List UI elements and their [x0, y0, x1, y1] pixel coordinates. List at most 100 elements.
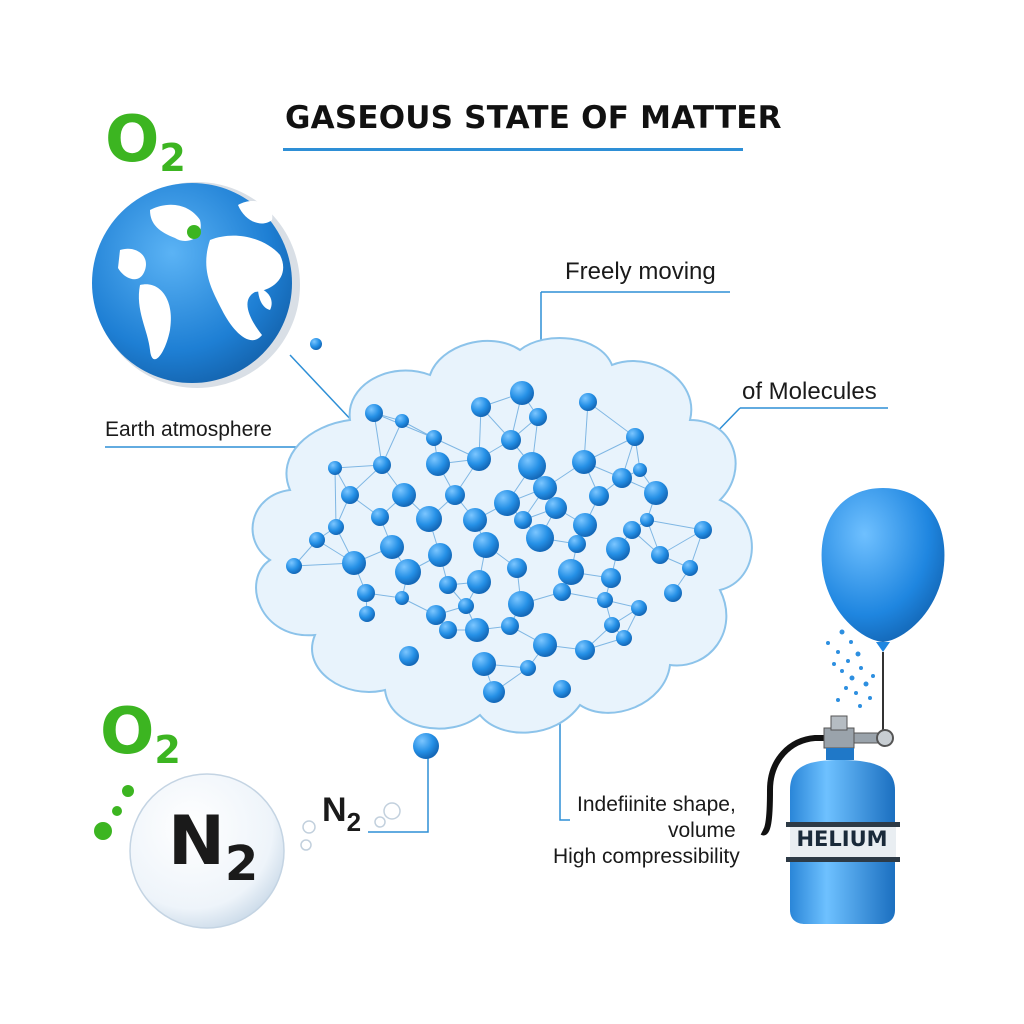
molecule-bond	[646, 519, 704, 531]
gas-molecule	[463, 508, 487, 532]
gas-molecule	[644, 481, 668, 505]
stray-molecule	[553, 680, 571, 698]
gas-molecule	[357, 584, 375, 602]
gas-particle	[849, 640, 853, 644]
gas-molecule	[365, 404, 383, 422]
gas-molecule	[371, 508, 389, 526]
formula-base: N	[322, 791, 347, 829]
gas-particle	[836, 650, 840, 654]
gas-particle	[836, 698, 840, 702]
gas-particle	[858, 704, 862, 708]
gas-molecule	[373, 456, 391, 474]
gas-molecule	[439, 576, 457, 594]
gas-molecule	[606, 537, 630, 561]
gas-molecule	[342, 551, 366, 575]
gas-molecule	[572, 450, 596, 474]
gas-molecule	[341, 486, 359, 504]
gas-molecule	[651, 546, 669, 564]
gas-molecule	[510, 381, 534, 405]
gas-particle	[863, 681, 869, 687]
gas-molecule	[558, 559, 584, 585]
gas-molecule	[682, 560, 698, 576]
gas-molecule	[483, 681, 505, 703]
label-of-molecules: of Molecules	[742, 378, 877, 405]
gas-molecule	[623, 521, 641, 539]
gas-molecule	[467, 447, 491, 471]
gas-molecule	[664, 584, 682, 602]
gas-molecule	[399, 646, 419, 666]
oxygen-formula-bottom: O2	[100, 700, 181, 769]
gas-molecule	[612, 468, 632, 488]
gas-molecule	[458, 598, 474, 614]
balloon-icon	[821, 488, 945, 735]
cylinder-label: HELIUM	[796, 827, 888, 851]
gas-molecule	[471, 397, 491, 417]
label-earth-atmosphere: Earth atmosphere	[105, 418, 272, 441]
gas-molecule	[568, 535, 586, 553]
gas-molecule	[533, 633, 557, 657]
gas-molecule	[604, 617, 620, 633]
gas-molecule	[694, 521, 712, 539]
label-indefinite-shape: Indefiinite shape,	[577, 793, 736, 816]
gas-particle	[839, 629, 845, 635]
gas-molecule	[286, 558, 302, 574]
formula-subscript: 2	[159, 136, 186, 180]
title-underline	[283, 148, 743, 151]
gas-molecule	[359, 606, 375, 622]
gas-particle	[844, 686, 848, 690]
gas-molecule	[529, 408, 547, 426]
gas-particle	[855, 651, 861, 657]
stray-molecule	[413, 733, 439, 759]
gas-molecule	[426, 452, 450, 476]
gas-molecule	[445, 485, 465, 505]
gas-molecule	[465, 618, 489, 642]
molecule-cluster	[286, 381, 712, 703]
oxygen-formula-top: O2	[105, 108, 186, 177]
formula-subscript: 2	[346, 807, 362, 837]
gas-molecule	[507, 558, 527, 578]
molecule-bond	[587, 401, 636, 438]
gas-molecule	[533, 476, 557, 500]
gas-molecule	[395, 559, 421, 585]
label-high-compressibility: High compressibility	[553, 845, 740, 868]
gas-particle	[826, 641, 830, 645]
nitrogen-bubble-icon	[129, 773, 285, 929]
formula-base: O	[100, 695, 155, 769]
page-title: GASEOUS STATE OF MATTER	[285, 100, 782, 136]
gas-molecule	[392, 483, 416, 507]
gas-molecule	[501, 617, 519, 635]
gas-particle	[871, 674, 875, 678]
label-freely-moving: Freely moving	[565, 258, 716, 285]
gas-molecule	[633, 463, 647, 477]
gas-molecule	[616, 630, 632, 646]
gas-molecule	[589, 486, 609, 506]
gas-cylinder-icon	[760, 715, 900, 924]
gas-molecule	[631, 600, 647, 616]
gas-particle	[854, 691, 858, 695]
gas-molecule	[395, 591, 409, 605]
gas-molecule	[426, 430, 442, 446]
gas-molecule	[597, 592, 613, 608]
stray-molecule	[310, 338, 322, 350]
gas-molecule	[309, 532, 325, 548]
gas-particle	[832, 662, 836, 666]
formula-subscript: 2	[154, 728, 181, 772]
gas-particles	[826, 629, 875, 708]
gas-molecule	[514, 511, 532, 529]
gas-particle	[846, 659, 850, 663]
gas-molecule	[426, 605, 446, 625]
gas-molecule	[575, 640, 595, 660]
gas-molecule	[501, 430, 521, 450]
small-bubbles	[300, 802, 401, 851]
formula-base: O	[105, 103, 160, 177]
gas-particle	[840, 669, 844, 673]
oxygen-dots	[94, 785, 134, 840]
gas-molecule	[601, 568, 621, 588]
gas-molecule	[472, 652, 496, 676]
gas-molecule	[508, 591, 534, 617]
gas-particle	[868, 696, 872, 700]
formula-subscript: 2	[224, 836, 259, 892]
nitrogen-formula-bubble: N2	[168, 808, 258, 889]
